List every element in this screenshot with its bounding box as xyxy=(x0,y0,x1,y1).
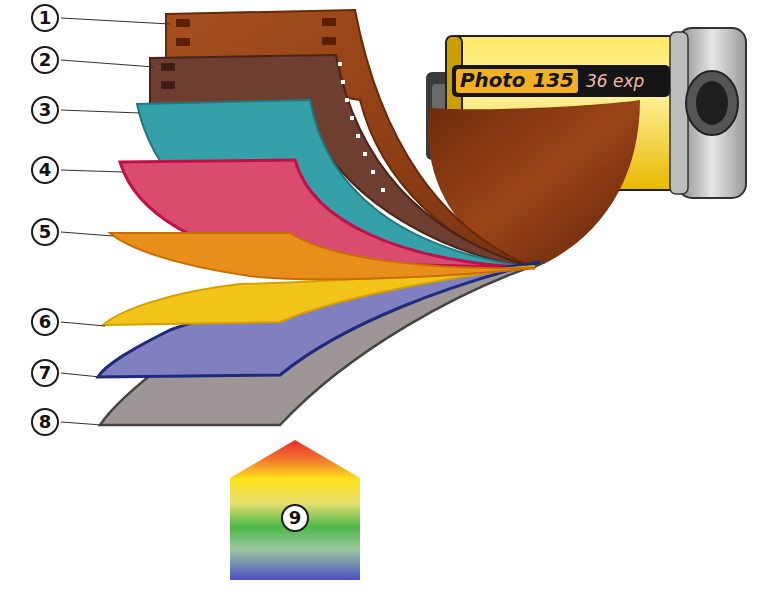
film-layer xyxy=(110,233,535,279)
leader-lines xyxy=(61,18,170,425)
canister-label: 36 exp xyxy=(586,72,644,91)
callout-circle: 2 xyxy=(31,46,59,74)
light-arrow xyxy=(230,440,360,580)
callout-circle: 5 xyxy=(31,218,59,246)
callout-circle: 4 xyxy=(31,156,59,184)
callout-circle: 8 xyxy=(31,408,59,436)
callout-number: 7 xyxy=(39,364,52,382)
callout-number: 2 xyxy=(39,51,52,69)
callout-number: 5 xyxy=(39,223,52,241)
callout-number: 1 xyxy=(39,9,52,27)
callout-circle: 9 xyxy=(281,504,309,532)
callout-circle: 1 xyxy=(31,4,59,32)
callout-circle: 7 xyxy=(31,359,59,387)
callout-number: 8 xyxy=(39,413,52,431)
callout-number: 6 xyxy=(39,313,52,331)
callout-number: 3 xyxy=(39,101,52,119)
canister-label: Photo 135 xyxy=(460,70,574,92)
callout-circle: 6 xyxy=(31,308,59,336)
callout-number: 9 xyxy=(289,509,302,527)
callout-circle: 3 xyxy=(31,96,59,124)
callout-number: 4 xyxy=(39,161,52,179)
